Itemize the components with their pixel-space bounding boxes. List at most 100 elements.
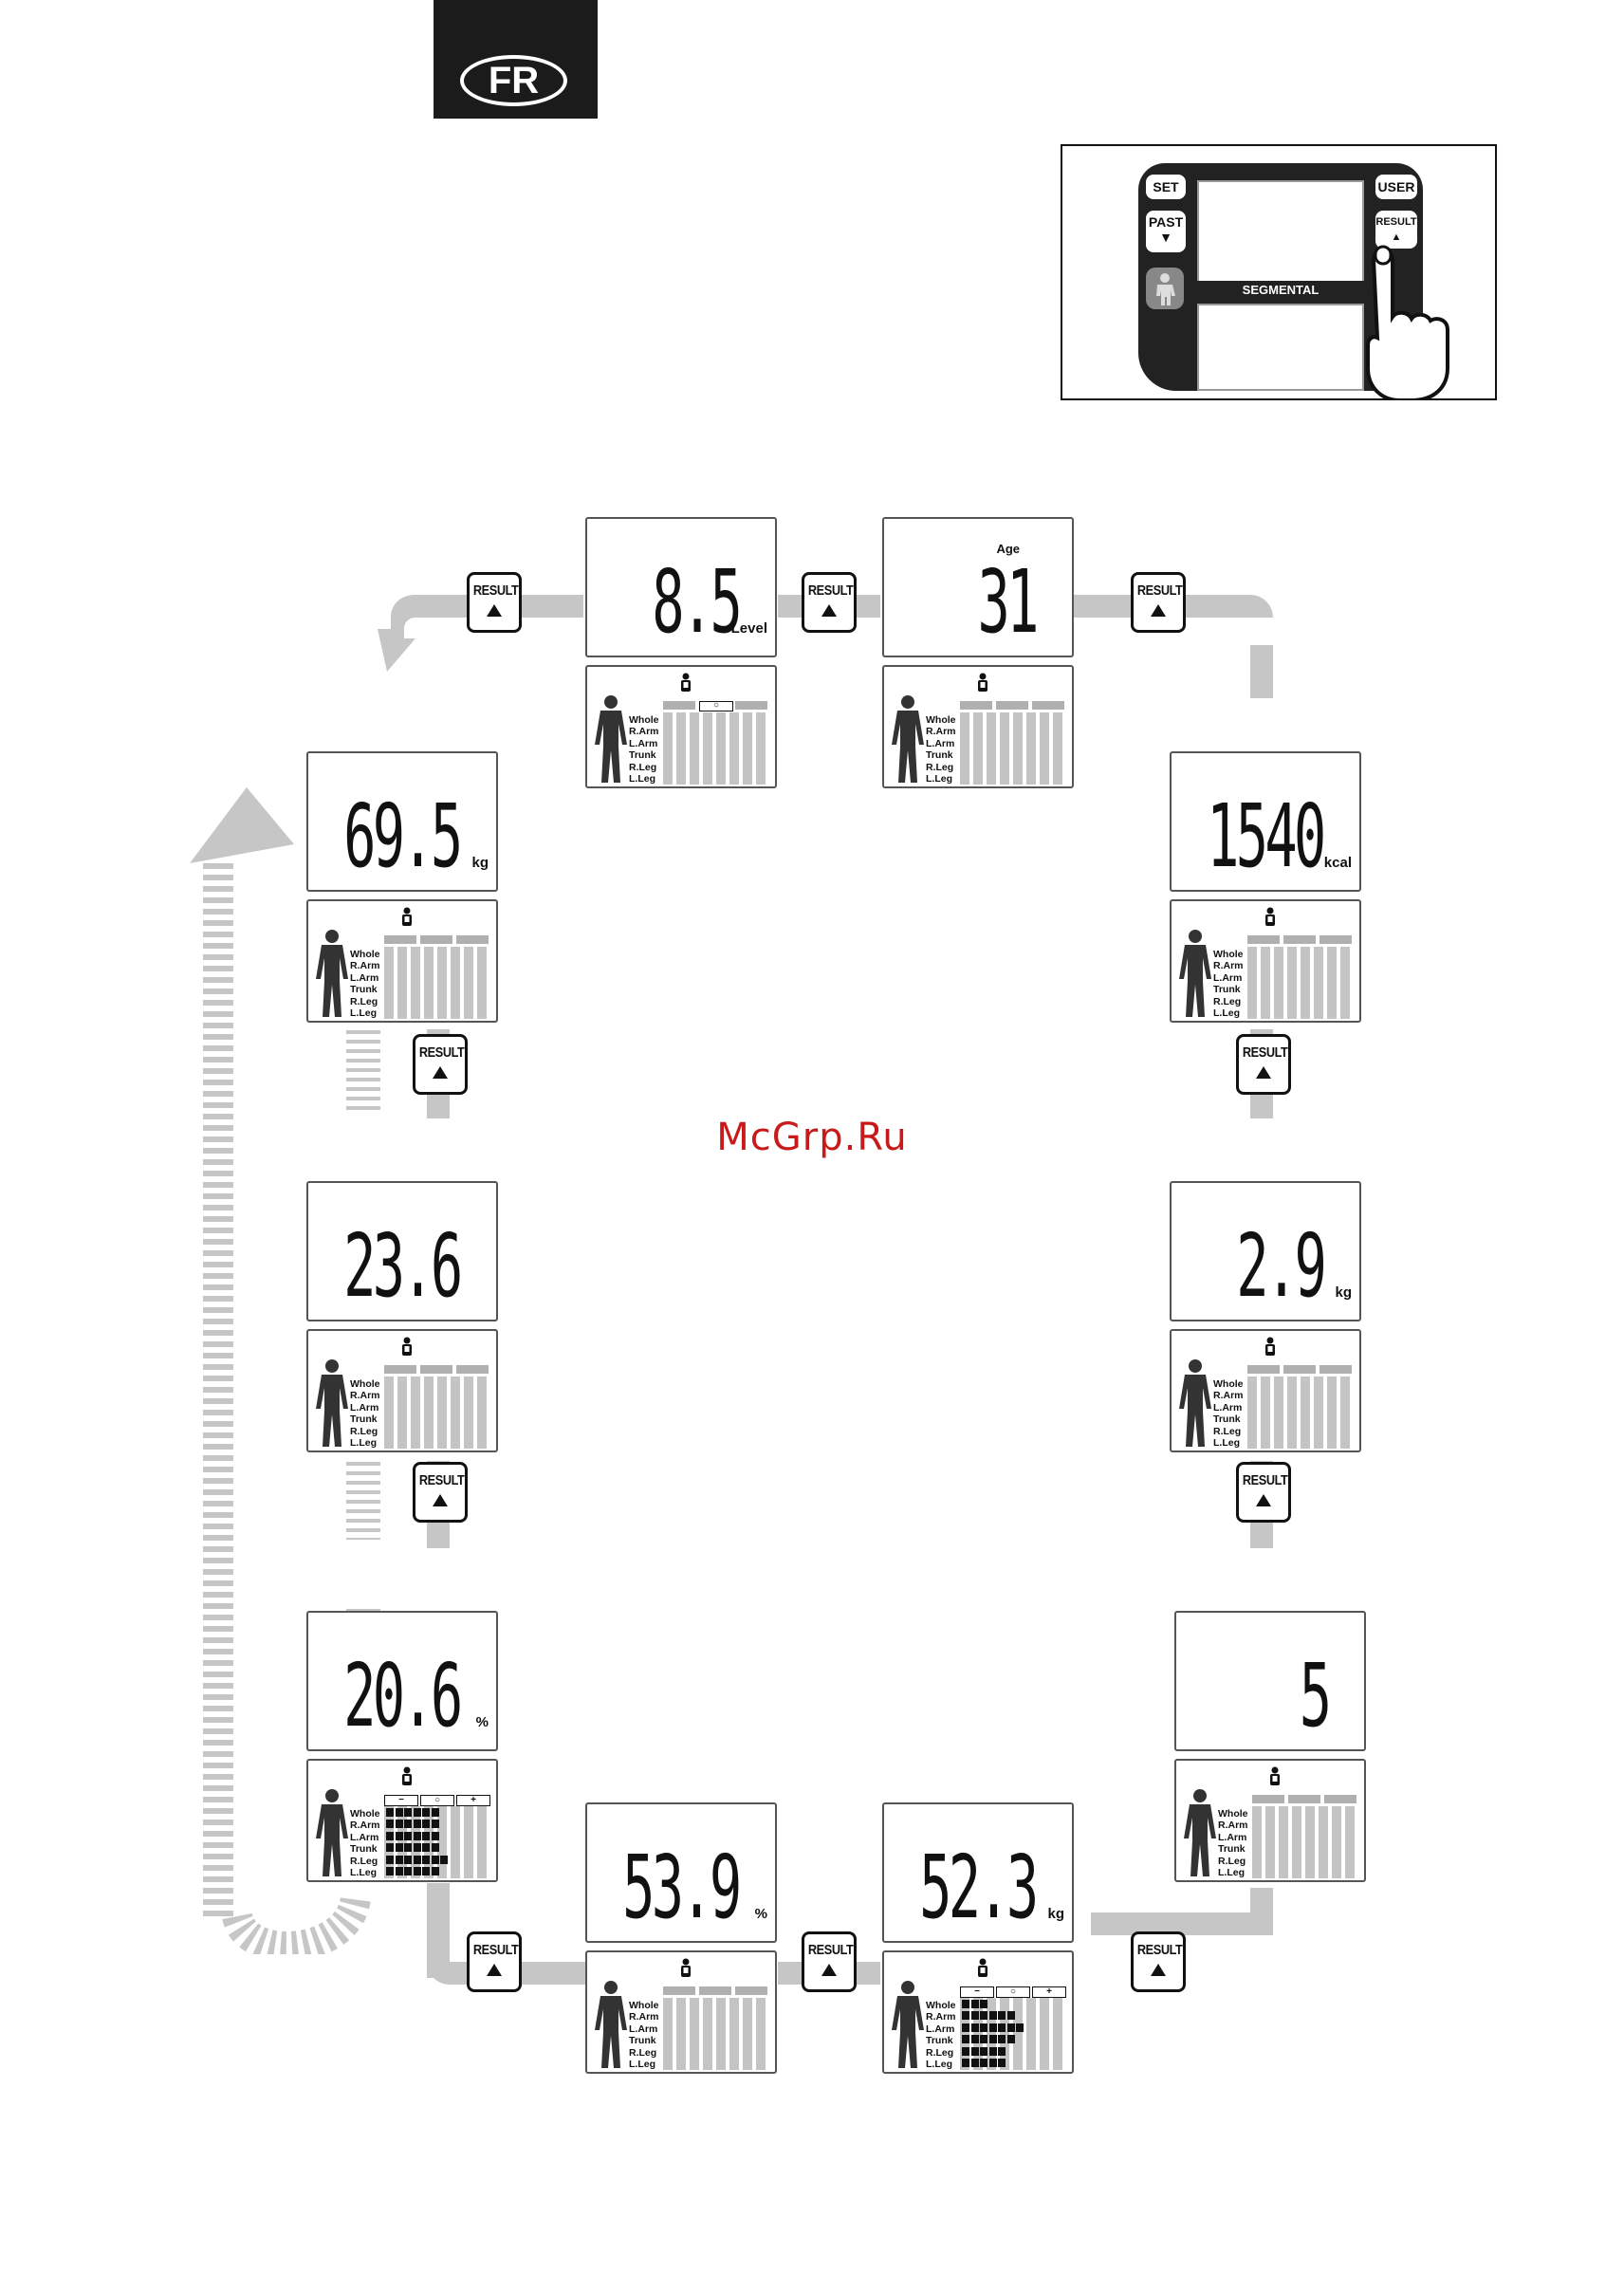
segment-label: Whole	[350, 1808, 380, 1820]
lcd-value: 23.6	[343, 1215, 464, 1317]
segment-label: L.Arm	[629, 737, 658, 749]
segment-reading-block	[1006, 2035, 1015, 2044]
result-label: RESULT	[807, 1942, 854, 1958]
result-label: RESULT	[472, 582, 519, 599]
lcd-readout: 20.6%	[306, 1611, 498, 1751]
segment-reading-block	[395, 1808, 403, 1817]
result-button-step[interactable]: RESULT	[413, 1462, 468, 1523]
result-button-step[interactable]: RESULT	[1236, 1034, 1291, 1095]
lcd-value: 69.5	[343, 785, 464, 887]
arrow-up-icon	[1256, 1494, 1271, 1506]
result-button-step[interactable]: RESULT	[467, 1931, 522, 1992]
result-label: RESULT	[418, 1472, 465, 1488]
segment-reading-block	[970, 2035, 979, 2044]
segment-column	[464, 1806, 473, 1878]
segment-column	[987, 1998, 996, 2070]
segment-column	[1040, 712, 1049, 785]
segment-column	[703, 712, 712, 785]
segment-bars	[1247, 1365, 1354, 1449]
range-header	[420, 1365, 452, 1374]
user-button[interactable]: USER	[1375, 175, 1417, 199]
range-header	[699, 1986, 731, 1995]
segment-label: Trunk	[629, 2035, 656, 2047]
segment-label: R.Leg	[1213, 1425, 1242, 1437]
segment-column	[1274, 1376, 1283, 1449]
weight-icon	[399, 907, 415, 928]
result-button-step[interactable]: RESULT	[1131, 572, 1186, 633]
result-button[interactable]: RESULT ▲	[1375, 211, 1417, 249]
segment-column	[1287, 947, 1297, 1019]
lcd-readout: 5	[1174, 1611, 1366, 1751]
visceral-fat-icon	[678, 673, 693, 693]
segment-column	[1247, 1376, 1257, 1449]
segment-column	[676, 712, 686, 785]
range-header: +	[1032, 1986, 1066, 1998]
segment-reading-block	[998, 2011, 1006, 2021]
segment-label: L.Leg	[1218, 1867, 1245, 1879]
result-label: RESULT	[1242, 1472, 1288, 1488]
language-tab: FR	[434, 0, 598, 119]
arrow-up-icon	[1256, 1066, 1271, 1079]
segment-label: L.Arm	[1218, 1831, 1247, 1843]
result-button-step[interactable]: RESULT	[413, 1034, 468, 1095]
segment-label: L.Leg	[350, 1437, 377, 1450]
segment-column	[729, 712, 739, 785]
segment-label: L.Leg	[629, 2059, 655, 2071]
arrow-up-icon	[821, 604, 837, 617]
result-button-step[interactable]: RESULT	[1131, 1931, 1186, 1992]
segment-reading-block	[413, 1831, 421, 1840]
device-inset: SET PAST ▼ USER RESULT ▲ SEGMENTAL	[1061, 144, 1497, 400]
segment-column	[1301, 947, 1310, 1019]
body-water-icon	[678, 1958, 693, 1979]
result-button-step[interactable]: RESULT	[802, 1931, 857, 1992]
segment-column	[411, 1806, 420, 1878]
segment-column	[1026, 712, 1036, 785]
segment-reading-block	[988, 2023, 997, 2032]
path-stripes-1	[346, 1025, 380, 1110]
range-header	[1247, 1365, 1280, 1374]
segment-column	[716, 712, 726, 785]
segment-label: Trunk	[926, 749, 953, 762]
segmental-label: SEGMENTAL	[1193, 281, 1368, 300]
segmental-figure-button[interactable]	[1146, 268, 1184, 309]
lcd-unit: Level	[730, 620, 767, 637]
segment-label: L.Leg	[1213, 1437, 1240, 1450]
segment-reading-block	[422, 1867, 430, 1875]
segment-reading-block	[386, 1831, 394, 1840]
segment-column	[973, 1998, 983, 2070]
arrow-up-icon	[1151, 604, 1166, 617]
segment-column	[1053, 1998, 1062, 2070]
segment-label: L.Arm	[629, 2023, 658, 2035]
segment-bars	[960, 701, 1066, 785]
bmi-icon	[399, 1337, 415, 1358]
range-header: ○	[699, 701, 733, 711]
set-button[interactable]: SET	[1146, 175, 1186, 199]
physique-rating-icon	[1267, 1766, 1283, 1787]
segment-column	[437, 1806, 447, 1878]
segment-label: L.Arm	[926, 737, 955, 749]
arrow-up-icon: ▲	[1391, 231, 1402, 243]
segment-label: L.Arm	[350, 971, 379, 984]
segment-column	[1314, 947, 1323, 1019]
segment-reading-block	[395, 1843, 403, 1853]
lcd-readout: 23.6	[306, 1181, 498, 1321]
segment-reading-block	[962, 2011, 969, 2021]
range-header	[735, 701, 767, 710]
segment-column	[384, 1376, 394, 1449]
past-button[interactable]: PAST ▼	[1146, 211, 1186, 252]
result-button-step[interactable]: RESULT	[467, 572, 522, 633]
result-button-step[interactable]: RESULT	[802, 572, 857, 633]
segment-label: R.Arm	[629, 2011, 659, 2023]
result-button-step[interactable]: RESULT	[1236, 1462, 1291, 1523]
body-silhouette-icon	[316, 930, 348, 1017]
segment-label: Whole	[629, 714, 659, 726]
range-header	[960, 701, 992, 710]
segment-column	[676, 1998, 686, 2070]
